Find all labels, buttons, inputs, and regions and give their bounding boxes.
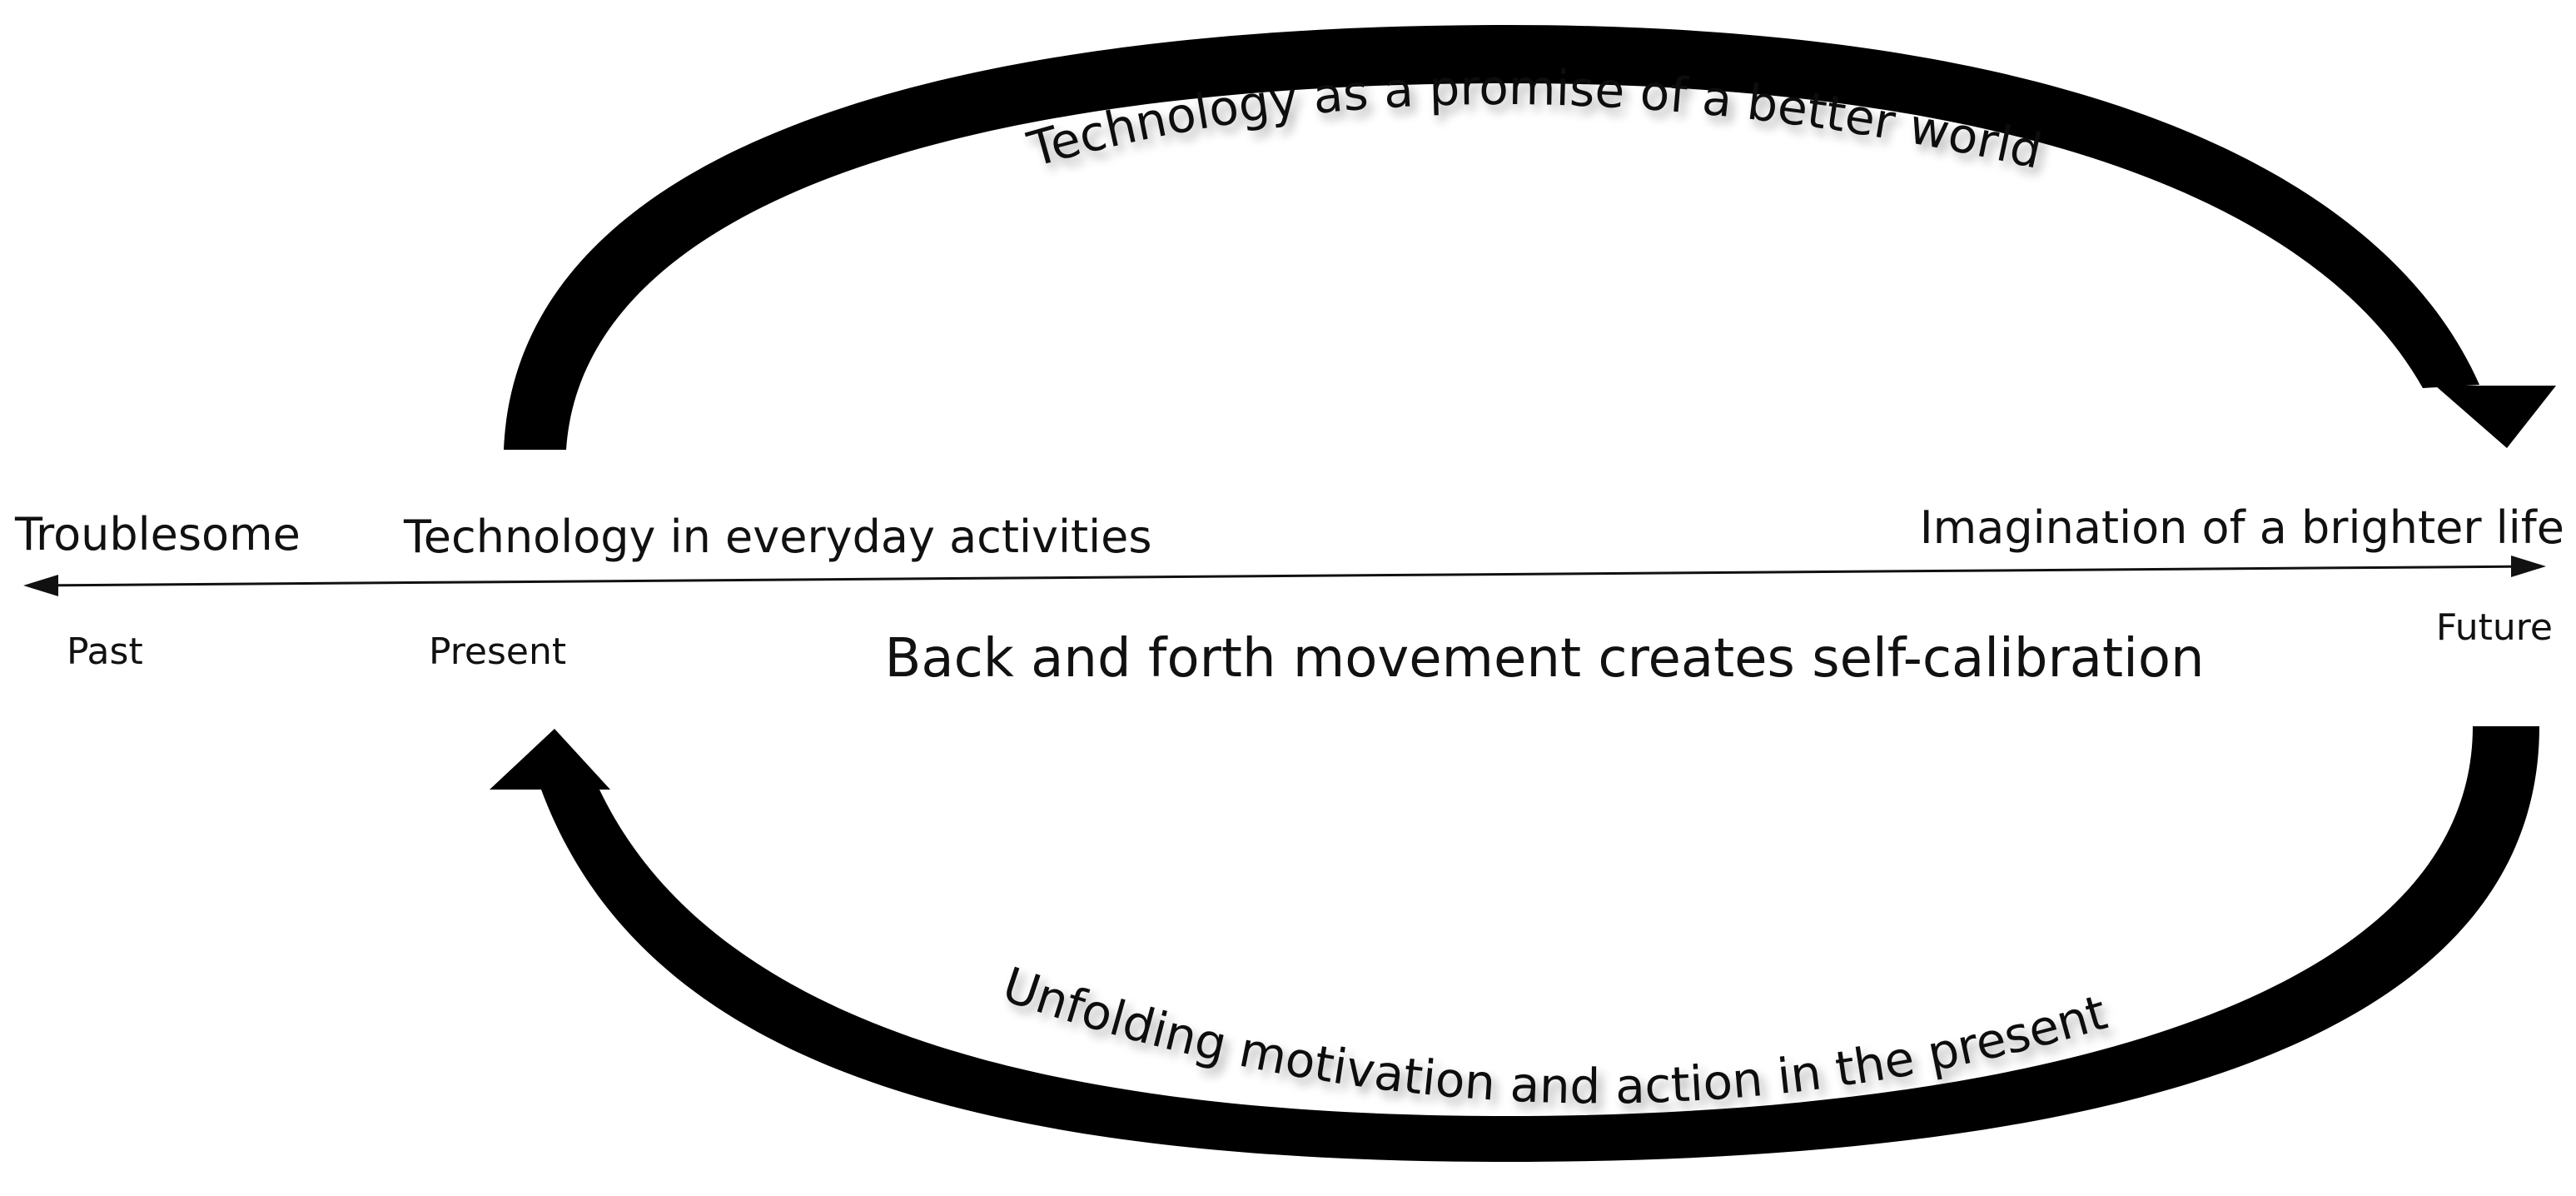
timeline-axis bbox=[23, 556, 2546, 596]
troublesome-label: Troublesome bbox=[14, 508, 301, 561]
center-caption: Back and forth movement creates self-cal… bbox=[884, 628, 2204, 690]
bottom-curved-arrow bbox=[490, 726, 2539, 1162]
timeline-right-arrowhead bbox=[2511, 556, 2546, 577]
top-arrowhead bbox=[2435, 386, 2556, 448]
timeline-left-arrowhead bbox=[23, 575, 58, 596]
present-activity-label: Technology in everyday activities bbox=[403, 511, 1152, 563]
brighter-life-label: Imagination of a brighter life bbox=[1920, 501, 2564, 554]
future-label: Future bbox=[2436, 606, 2553, 649]
past-label: Past bbox=[67, 630, 143, 673]
bottom-arrowhead bbox=[490, 729, 610, 790]
timeline-line bbox=[32, 565, 2536, 587]
present-label: Present bbox=[429, 630, 566, 673]
top-curved-arrow bbox=[504, 25, 2556, 450]
